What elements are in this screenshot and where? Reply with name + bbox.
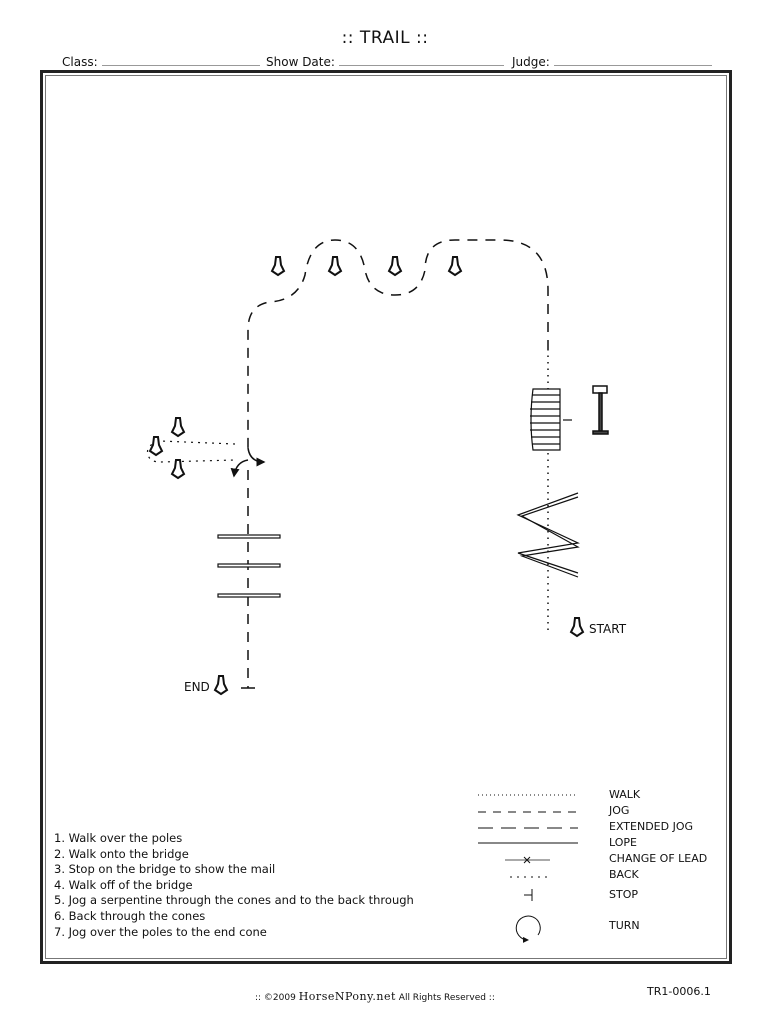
show-date-label: Show Date: <box>266 55 335 69</box>
ground-poles <box>217 534 281 598</box>
page-title: :: TRAIL :: <box>341 28 429 48</box>
cone-icon <box>171 459 185 479</box>
change-of-lead-symbol <box>505 856 550 864</box>
bridge-icon <box>530 388 572 451</box>
stop-symbol <box>524 889 533 901</box>
show-date-line <box>338 55 504 66</box>
turn-arrow <box>230 459 249 478</box>
show-date-field[interactable]: Show Date: <box>266 55 504 69</box>
cone-icon <box>388 256 402 276</box>
start-label: START <box>589 622 627 636</box>
step: 7. Jog over the poles to the end cone <box>54 924 267 939</box>
cone-icon <box>271 256 285 276</box>
step: 4. Walk off of the bridge <box>54 877 193 892</box>
copyright-suffix: All Rights Reserved :: <box>398 993 495 1003</box>
end-label: END <box>184 680 210 694</box>
cone-icon <box>171 417 185 437</box>
arena-frame <box>40 70 732 964</box>
zigzag-poles <box>516 492 581 578</box>
cone-icon <box>448 256 462 276</box>
judge-field[interactable]: Judge: <box>512 55 712 69</box>
legend-turn: TURN <box>609 919 640 932</box>
step: 1. Walk over the poles <box>54 831 183 845</box>
cone-icon <box>570 617 584 637</box>
jog-path <box>247 239 549 455</box>
copyright-prefix: :: ©2009 <box>255 993 296 1003</box>
step: 6. Back through the cones <box>54 908 206 923</box>
legend-lope: LOPE <box>609 836 637 849</box>
cone-icon <box>214 675 228 695</box>
mailbox-icon <box>592 385 609 435</box>
judge-label: Judge: <box>512 55 550 69</box>
pattern-code: TR1-0006.1 <box>647 985 711 998</box>
judge-line <box>553 55 712 66</box>
legend-stop: STOP <box>609 888 638 901</box>
class-field[interactable]: Class: <box>62 55 260 69</box>
cone-icon <box>149 436 163 456</box>
legend-change-of-lead: CHANGE OF LEAD <box>609 852 708 865</box>
instructions-list: 1. Walk over the poles 2. Walk onto the … <box>54 831 414 940</box>
step: 2. Walk onto the bridge <box>54 846 189 861</box>
class-label: Class: <box>62 55 98 69</box>
class-line <box>101 55 260 66</box>
legend-walk: WALK <box>609 788 641 801</box>
legend-back: BACK <box>609 868 639 881</box>
step: 3. Stop on the bridge to show the mail <box>54 862 276 877</box>
legend-jog: JOG <box>609 804 630 817</box>
step: 5. Jog a serpentine through the cones an… <box>54 893 414 908</box>
copyright-brand: HorseNPony.net <box>298 990 396 1003</box>
cone-icon <box>328 256 342 276</box>
turn-symbol <box>515 915 541 943</box>
turn-arrow <box>247 447 266 467</box>
copyright: :: ©2009 HorseNPony.net All Rights Reser… <box>255 990 495 1003</box>
legend-extended-jog: EXTENDED JOG <box>609 820 694 833</box>
